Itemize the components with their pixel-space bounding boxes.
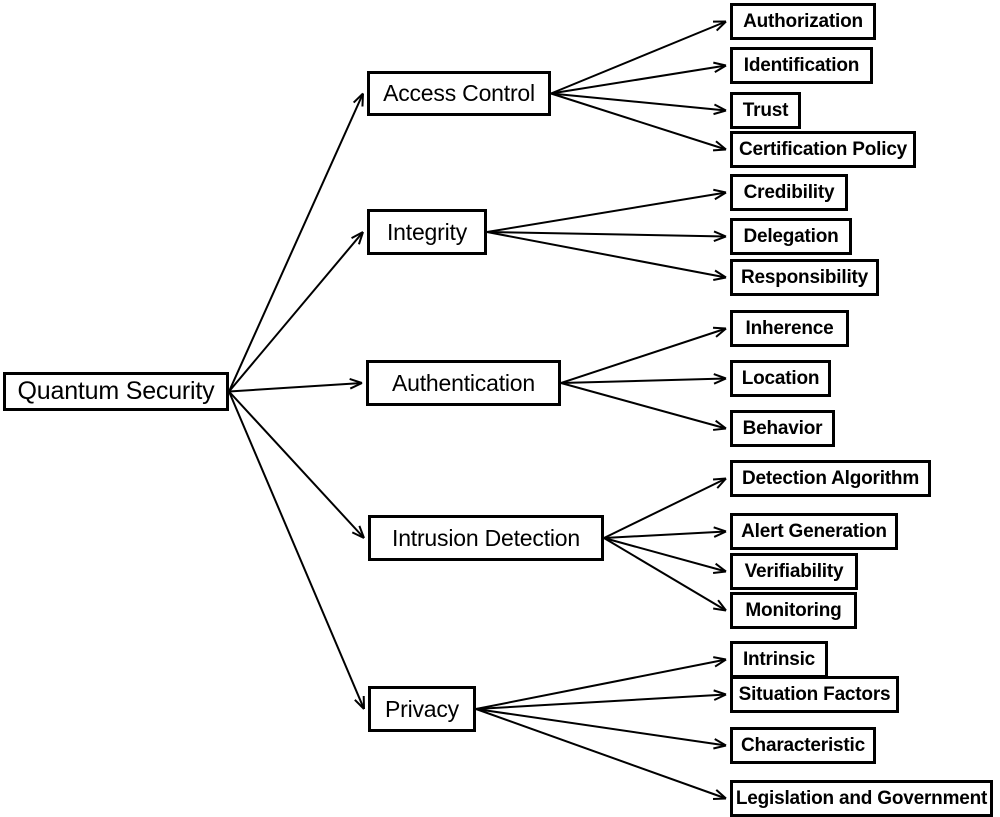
edge-integrity-to-delegation — [486, 230, 727, 243]
leaf-node-location[interactable]: Location — [730, 360, 831, 397]
leaf-node-verifiability-label: Verifiability — [744, 561, 844, 582]
leaf-node-characteristic-label: Characteristic — [741, 735, 865, 756]
edge-privacy-to-characteristic — [475, 708, 727, 750]
edge-intrusion-detection-to-detection-algorithm — [603, 477, 727, 539]
edge-authentication-to-location — [560, 373, 727, 385]
edge-root-to-intrusion-detection — [228, 390, 365, 539]
leaf-node-identification[interactable]: Identification — [730, 47, 873, 84]
leaf-node-characteristic[interactable]: Characteristic — [730, 727, 876, 764]
edge-root-to-integrity — [228, 231, 364, 393]
leaf-node-responsibility-label: Responsibility — [740, 267, 869, 288]
branch-node-access-control[interactable]: Access Control — [367, 71, 551, 116]
branch-node-integrity[interactable]: Integrity — [367, 209, 487, 255]
edge-access-control-to-identification — [550, 61, 727, 95]
leaf-node-intrinsic[interactable]: Intrinsic — [730, 641, 828, 678]
leaf-node-authorization[interactable]: Authorization — [730, 3, 876, 40]
leaf-node-monitoring-label: Monitoring — [745, 600, 842, 621]
branch-node-access-control-label: Access Control — [383, 80, 535, 106]
edge-access-control-to-trust — [550, 92, 727, 116]
leaf-node-alert-generation[interactable]: Alert Generation — [730, 513, 898, 550]
root-node-quantum-security-label: Quantum Security — [17, 377, 215, 405]
edge-integrity-to-credibility — [486, 188, 727, 233]
leaf-node-authorization-label: Authorization — [743, 11, 863, 32]
edge-root-to-access-control — [228, 92, 364, 392]
branch-node-intrusion-detection-label: Intrusion Detection — [392, 524, 580, 551]
edge-intrusion-detection-to-verifiability — [603, 537, 727, 574]
leaf-node-situation-factors-label: Situation Factors — [738, 684, 891, 705]
edge-access-control-to-authorization — [550, 20, 727, 95]
leaf-node-intrinsic-label: Intrinsic — [742, 649, 816, 670]
leaf-node-credibility-label: Credibility — [743, 182, 835, 203]
leaf-node-certification-policy[interactable]: Certification Policy — [730, 131, 916, 168]
branch-node-authentication[interactable]: Authentication — [366, 360, 561, 406]
leaf-node-identification-label: Identification — [743, 55, 860, 76]
leaf-node-certification-policy-label: Certification Policy — [738, 139, 908, 160]
leaf-node-delegation-label: Delegation — [743, 226, 839, 247]
leaf-node-trust-label: Trust — [742, 100, 789, 121]
leaf-node-detection-algorithm-label: Detection Algorithm — [741, 468, 920, 489]
leaf-node-inherence-label: Inherence — [745, 318, 834, 339]
leaf-node-legislation-and-government[interactable]: Legislation and Government — [730, 780, 993, 817]
root-node-quantum-security[interactable]: Quantum Security — [3, 372, 229, 411]
leaf-node-behavior[interactable]: Behavior — [730, 410, 835, 447]
leaf-node-situation-factors[interactable]: Situation Factors — [730, 676, 899, 713]
edge-intrusion-detection-to-monitoring — [603, 537, 727, 612]
edge-integrity-to-responsibility — [486, 231, 727, 281]
branch-node-integrity-label: Integrity — [386, 218, 467, 245]
leaf-node-monitoring[interactable]: Monitoring — [730, 592, 857, 629]
leaf-node-inherence[interactable]: Inherence — [730, 310, 849, 347]
leaf-node-location-label: Location — [741, 368, 820, 389]
edge-authentication-to-inherence — [560, 326, 727, 384]
edge-root-to-authentication — [228, 378, 363, 393]
edge-privacy-to-situation-factors — [475, 689, 727, 710]
leaf-node-behavior-label: Behavior — [742, 418, 823, 439]
edge-access-control-to-certification-policy — [550, 92, 727, 152]
branch-node-privacy-label: Privacy — [384, 695, 459, 722]
leaf-node-verifiability[interactable]: Verifiability — [730, 553, 858, 590]
edge-privacy-to-intrinsic — [475, 656, 727, 710]
leaf-node-legislation-and-government-label: Legislation and Government — [735, 788, 988, 809]
leaf-node-trust[interactable]: Trust — [730, 92, 801, 129]
leaf-node-credibility[interactable]: Credibility — [730, 174, 848, 211]
leaf-node-responsibility[interactable]: Responsibility — [730, 259, 879, 296]
leaf-node-detection-algorithm[interactable]: Detection Algorithm — [730, 460, 931, 497]
branch-node-intrusion-detection[interactable]: Intrusion Detection — [368, 515, 604, 561]
branch-node-authentication-label: Authentication — [392, 369, 535, 396]
leaf-node-delegation[interactable]: Delegation — [730, 218, 852, 255]
edge-privacy-to-legislation-and-government — [475, 708, 727, 800]
branch-node-privacy[interactable]: Privacy — [368, 686, 476, 732]
edge-root-to-privacy — [228, 391, 365, 710]
edge-authentication-to-behavior — [560, 382, 727, 431]
edge-intrusion-detection-to-alert-generation — [603, 526, 727, 539]
leaf-node-alert-generation-label: Alert Generation — [741, 521, 887, 542]
